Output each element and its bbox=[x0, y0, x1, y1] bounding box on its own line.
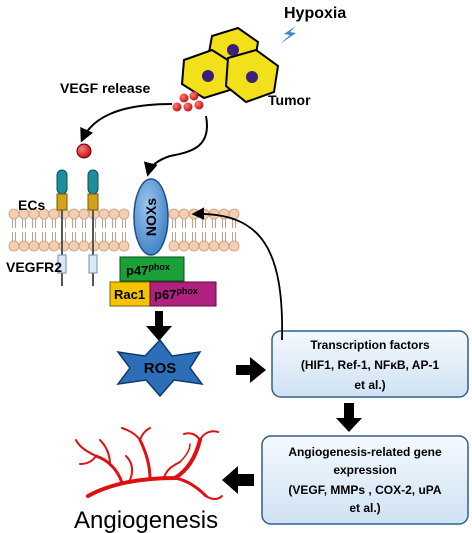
tf-to-nox-feedback-arrow bbox=[191, 207, 283, 341]
tf-line-1: Transcription factors bbox=[310, 338, 430, 352]
lipid-head bbox=[78, 240, 90, 252]
lipid-head bbox=[188, 240, 200, 252]
rac1-label: Rac1 bbox=[114, 287, 145, 302]
svg-text:p67phox: p67phox bbox=[154, 286, 198, 302]
p67-label: p67 bbox=[154, 287, 176, 302]
lipid-head bbox=[208, 240, 220, 252]
nox-to-ros-arrow bbox=[146, 311, 172, 341]
gene-line-3: (VEGF, MMPs , COX-2, uPA bbox=[288, 483, 441, 497]
tumor-nucleus bbox=[202, 70, 214, 82]
lipid-head bbox=[108, 240, 120, 252]
hypoxia-label: Hypoxia bbox=[284, 5, 346, 22]
vegfr2-receptor bbox=[56, 143, 99, 286]
lipid-head bbox=[48, 240, 60, 252]
lipid-head bbox=[68, 240, 80, 252]
angiogenesis-label: Angiogenesis bbox=[74, 507, 218, 533]
lipid-head bbox=[168, 208, 180, 220]
lipid-head bbox=[28, 240, 40, 252]
vegfr2-label: VEGFR2 bbox=[6, 259, 62, 275]
transcription-factors-box bbox=[271, 330, 469, 398]
vegf-release-label: VEGF release bbox=[60, 80, 150, 96]
lipid-head bbox=[118, 240, 130, 252]
vegf-dot bbox=[189, 91, 199, 101]
lipid-head bbox=[68, 208, 80, 220]
tumor-nucleus bbox=[227, 44, 239, 56]
ros-to-tf-arrow bbox=[236, 357, 266, 383]
tf-line-2: (HIF1, Ref-1, NFκB, AP-1 bbox=[301, 358, 440, 372]
lipid-head bbox=[18, 240, 30, 252]
lipid-head bbox=[108, 208, 120, 220]
tumor-label: Tumor bbox=[268, 92, 311, 108]
tumor-to-nox-arrow bbox=[143, 115, 208, 177]
lipid-head bbox=[168, 240, 180, 252]
ros-label: ROS bbox=[144, 360, 177, 377]
ecs-label: ECs bbox=[18, 197, 45, 213]
rac1-box bbox=[109, 281, 151, 307]
p47-superscript: phox bbox=[148, 262, 170, 272]
lipid-head bbox=[98, 208, 110, 220]
p67-box bbox=[149, 281, 217, 307]
vegf-dot bbox=[194, 100, 204, 110]
gene-line-4: et al.) bbox=[349, 501, 380, 515]
lipid-head bbox=[8, 240, 20, 252]
blood-vessel-icon bbox=[75, 427, 223, 500]
ros-star bbox=[116, 338, 204, 398]
nox-oval bbox=[133, 178, 169, 256]
lipid-head bbox=[58, 240, 70, 252]
lipid-head bbox=[98, 240, 110, 252]
vegf-dot bbox=[183, 102, 193, 112]
gene-to-angiogenesis-arrow bbox=[222, 466, 254, 494]
vegf-dot bbox=[179, 93, 189, 103]
gene-expression-box bbox=[261, 435, 469, 525]
lipid-head bbox=[178, 208, 190, 220]
p67-superscript: phox bbox=[176, 286, 198, 296]
lipid-head bbox=[178, 240, 190, 252]
svg-text:p47phox: p47phox bbox=[126, 262, 170, 278]
vegf-to-receptor-arrow bbox=[80, 103, 173, 143]
vegf-dots bbox=[172, 91, 204, 112]
lipid-head bbox=[198, 240, 210, 252]
p47-label: p47 bbox=[126, 263, 148, 278]
lightning-icon bbox=[280, 26, 296, 44]
vegf-dot bbox=[172, 102, 182, 112]
cell-membrane bbox=[8, 208, 240, 252]
lipid-head bbox=[218, 240, 230, 252]
tf-to-gene-arrow bbox=[336, 403, 362, 432]
lipid-head bbox=[38, 240, 50, 252]
lipid-head bbox=[228, 240, 240, 252]
vegf-ligand bbox=[76, 143, 92, 159]
nox-label: NOXs bbox=[143, 198, 159, 236]
gene-line-2: expression bbox=[333, 463, 396, 477]
tumor-nucleus bbox=[246, 71, 258, 83]
tumor-cells bbox=[180, 26, 280, 104]
gene-line-1: Angiogenesis-related gene bbox=[288, 445, 442, 459]
lipid-head bbox=[118, 208, 130, 220]
tf-line-3: et al.) bbox=[354, 378, 385, 392]
p47-box bbox=[119, 256, 185, 282]
